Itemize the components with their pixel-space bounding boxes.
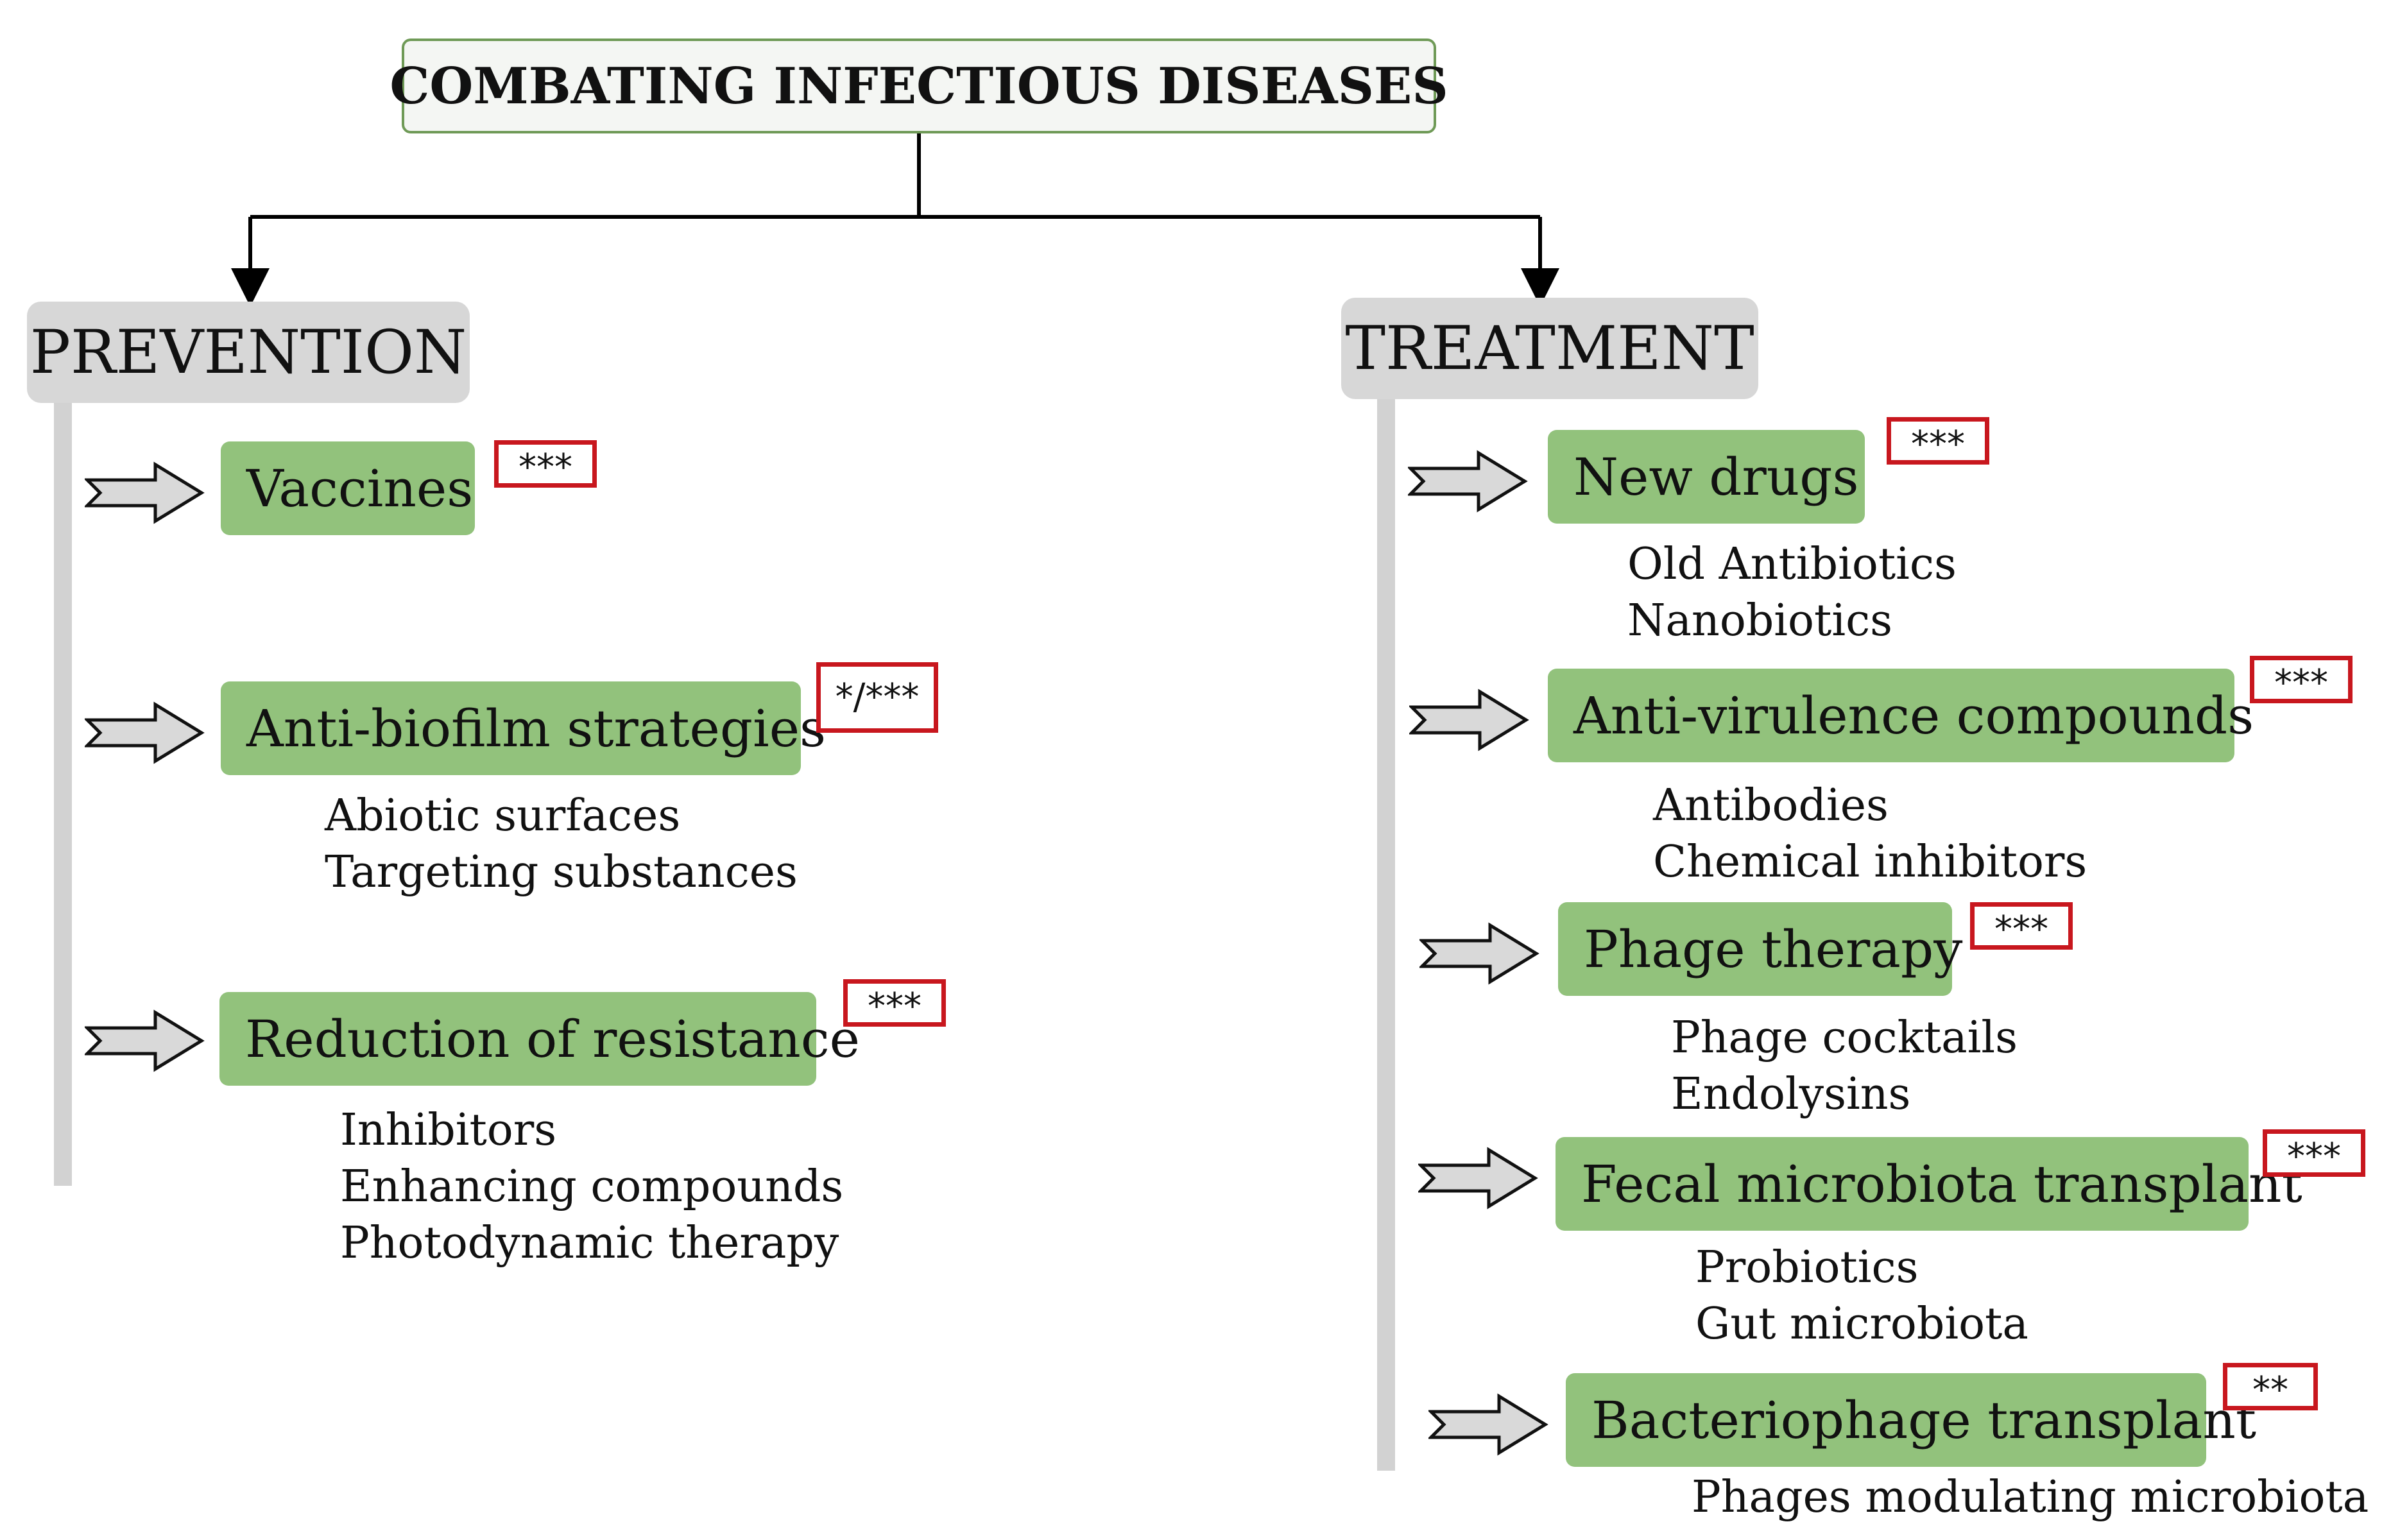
- treatment-spine: [1377, 399, 1395, 1471]
- arrow-icon: [1409, 689, 1529, 751]
- evidence-badge-new-drugs: ***: [1887, 417, 1989, 465]
- item-phage-therapy: Phage therapy: [1558, 902, 1962, 996]
- arrow-icon: [1408, 450, 1528, 513]
- evidence-badge-vaccines: ***: [494, 440, 597, 488]
- diagram-title: COMBATING INFECTIOUS DISEASES: [390, 38, 1448, 133]
- subitem-old-antibiotics: Old Antibiotics: [1627, 539, 1957, 590]
- evidence-badge-phage-therapy: ***: [1970, 902, 2073, 950]
- item-fecal-microbiota-transplant: Fecal microbiota transplant: [1556, 1137, 2302, 1231]
- treatment-header: TREATMENT: [1341, 298, 1758, 399]
- arrow-icon: [1428, 1393, 1548, 1456]
- subitem-inhibitors: Inhibitors: [340, 1105, 557, 1156]
- subitem-photodynamic-therapy: Photodynamic therapy: [340, 1218, 839, 1269]
- subitem-enhancing-compounds: Enhancing compounds: [340, 1161, 844, 1212]
- prevention-header: PREVENTION: [27, 302, 470, 403]
- item-vaccines: Vaccines: [221, 441, 475, 535]
- item-bacteriophage-transplant: Bacteriophage transplant: [1566, 1373, 2256, 1467]
- subitem-chemical-inhibitors: Chemical inhibitors: [1653, 837, 2087, 887]
- subitem-phages-modulating-microbiota: Phages modulating microbiota: [1692, 1472, 2369, 1523]
- arrow-icon: [1418, 1147, 1538, 1210]
- subitem-gut-microbiota: Gut microbiota: [1695, 1299, 2028, 1349]
- subitem-nanobiotics: Nanobiotics: [1627, 595, 1893, 646]
- subitem-antibodies: Antibodies: [1653, 780, 1889, 831]
- item-anti-virulence-compounds: Anti-virulence compounds: [1548, 669, 2254, 762]
- item-anti-biofilm-strategies: Anti-biofilm strategies: [221, 681, 826, 775]
- evidence-badge-fecal-microbiota: ***: [2263, 1129, 2365, 1177]
- arrow-icon: [1419, 922, 1539, 985]
- evidence-badge-anti-virulence: ***: [2250, 656, 2353, 703]
- item-reduction-of-resistance: Reduction of resistance: [219, 992, 860, 1086]
- subitem-probiotics: Probiotics: [1695, 1242, 1919, 1293]
- subitem-phage-cocktails: Phage cocktails: [1671, 1013, 2018, 1063]
- subitem-targeting-substances: Targeting substances: [325, 847, 798, 898]
- evidence-badge-anti-biofilm: */***: [816, 662, 938, 733]
- evidence-badge-reduction-of-resistance: ***: [843, 979, 946, 1027]
- arrow-icon: [85, 701, 205, 764]
- evidence-badge-bacteriophage-transplant: **: [2223, 1363, 2318, 1410]
- arrow-icon: [85, 1009, 205, 1072]
- prevention-spine: [54, 403, 72, 1186]
- arrow-icon: [85, 461, 205, 524]
- subitem-endolysins: Endolysins: [1671, 1069, 1911, 1120]
- item-new-drugs: New drugs: [1548, 430, 1865, 524]
- subitem-abiotic-surfaces: Abiotic surfaces: [325, 791, 681, 841]
